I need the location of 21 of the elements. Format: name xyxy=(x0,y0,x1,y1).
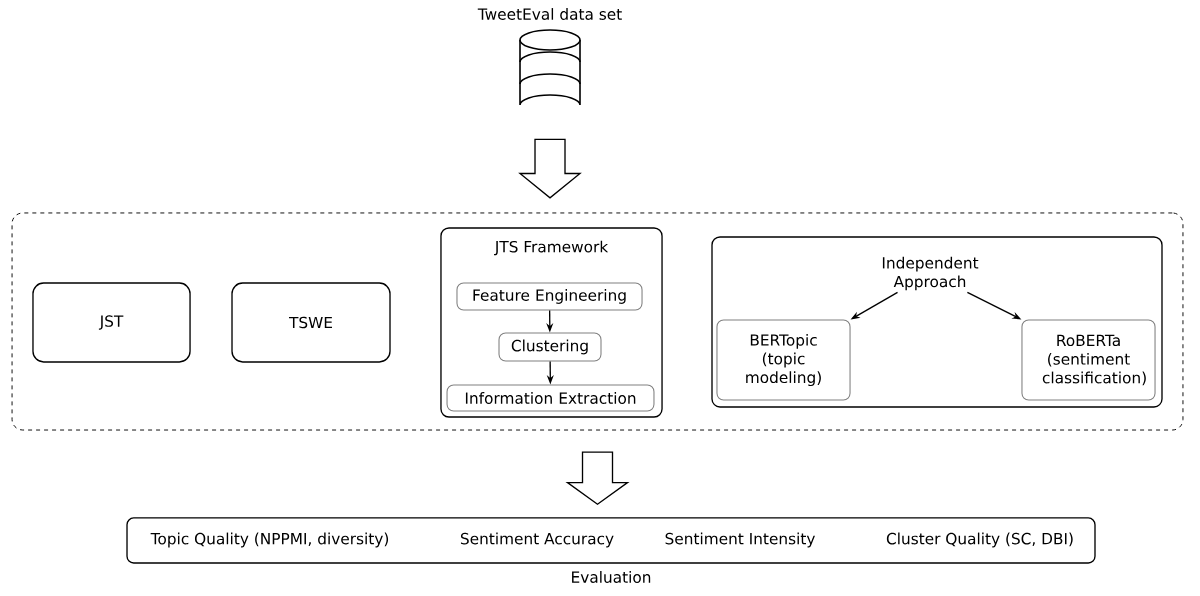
approach-box xyxy=(711,236,1163,408)
block-arrow xyxy=(565,451,630,506)
metric-label: Cluster Quality (SC, DBI) xyxy=(886,532,1073,548)
heading-text: Independent Approach xyxy=(882,256,979,291)
step-box: BERTopic (topic modeling) xyxy=(716,319,851,401)
step-box: Feature Engineering xyxy=(456,282,643,311)
evaluation-box xyxy=(126,517,1096,564)
dataset-title: TweetEval data set xyxy=(477,8,622,20)
metric-label: Topic Quality (NPPMI, diversity) xyxy=(150,532,389,548)
block-arrow xyxy=(518,138,582,199)
step-box: RoBERTa (sentiment classification) xyxy=(1021,319,1156,401)
method-box: TSWE xyxy=(231,282,391,363)
dashed-container xyxy=(11,212,1184,431)
method-box: JST xyxy=(32,282,191,363)
framework-title: JTS Framework xyxy=(494,240,609,256)
step-box: Clustering xyxy=(498,332,602,362)
step-box: Information Extraction xyxy=(446,384,655,412)
framework-box xyxy=(440,227,663,418)
evaluation-title: Evaluation xyxy=(572,571,651,583)
metric-label: Sentiment Accuracy xyxy=(460,532,614,548)
metric-label: Sentiment Intensity xyxy=(665,532,815,548)
